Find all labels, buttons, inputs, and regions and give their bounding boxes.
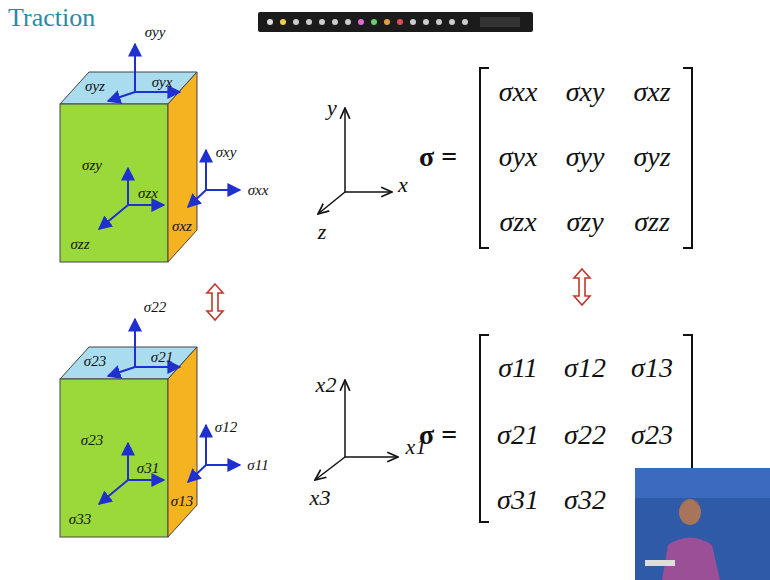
stress-label: σ33 [69, 512, 91, 527]
stress-label: σyx [152, 75, 173, 90]
matrix-entry: σ21 [497, 421, 539, 449]
stress-label: σ23 [84, 354, 106, 369]
equivalence-arrow [574, 269, 590, 305]
axis-label: y [327, 97, 337, 119]
slide-title: Traction [8, 4, 95, 33]
matrix-entry: σ13 [631, 354, 673, 382]
matrix-entry: σzy [566, 208, 603, 236]
stress-label: σ21 [151, 350, 173, 365]
matrix-bracket [480, 68, 692, 522]
stress-label: σzz [70, 237, 89, 252]
matrix-entry: σ12 [564, 354, 606, 382]
coordinate-axes [318, 108, 392, 214]
matrix-entry: σ22 [564, 421, 606, 449]
matrix-entry: σzx [499, 208, 536, 236]
axis-label: x3 [310, 487, 331, 509]
matrix-entry: σyx [499, 143, 538, 171]
matrix-entry: σxy [566, 78, 605, 106]
axis-label: x [398, 174, 408, 196]
axis-label: z [318, 221, 327, 243]
matrix-entry: σyy [566, 143, 605, 171]
stress-label: σxx [248, 183, 269, 198]
matrix-entry: σ32 [564, 486, 606, 514]
matrix-entry: σ11 [498, 354, 538, 382]
matrix-entry: σyz [633, 143, 670, 171]
matrix-entry: σxz [633, 78, 670, 106]
toolbar [258, 12, 533, 32]
stress-label: σ31 [137, 461, 159, 476]
stress-label: σyy [145, 25, 166, 40]
stress-label: σ23 [81, 433, 103, 448]
matrix-entry: σ23 [631, 421, 673, 449]
stress-cube [60, 319, 240, 537]
equivalence-arrow [207, 284, 223, 320]
matrix-entry: σzz [634, 208, 670, 236]
axis-label: x2 [316, 374, 337, 396]
stress-label: σxy [216, 145, 237, 160]
stress-label: σyz [85, 79, 105, 94]
matrix-symbol: σ = [419, 143, 457, 171]
stress-label: σ12 [215, 420, 237, 435]
stress-cube [60, 44, 240, 262]
stress-label: σzy [82, 158, 102, 173]
presenter-video [635, 468, 770, 580]
stress-label: σzx [138, 186, 158, 201]
matrix-entry: σ31 [497, 486, 539, 514]
stress-label: σxz [172, 219, 192, 234]
stress-label: σ11 [247, 458, 268, 473]
matrix-entry: σxx [499, 78, 538, 106]
stress-label: σ13 [171, 494, 193, 509]
stress-label: σ22 [144, 300, 166, 315]
matrix-symbol: σ = [419, 421, 457, 449]
